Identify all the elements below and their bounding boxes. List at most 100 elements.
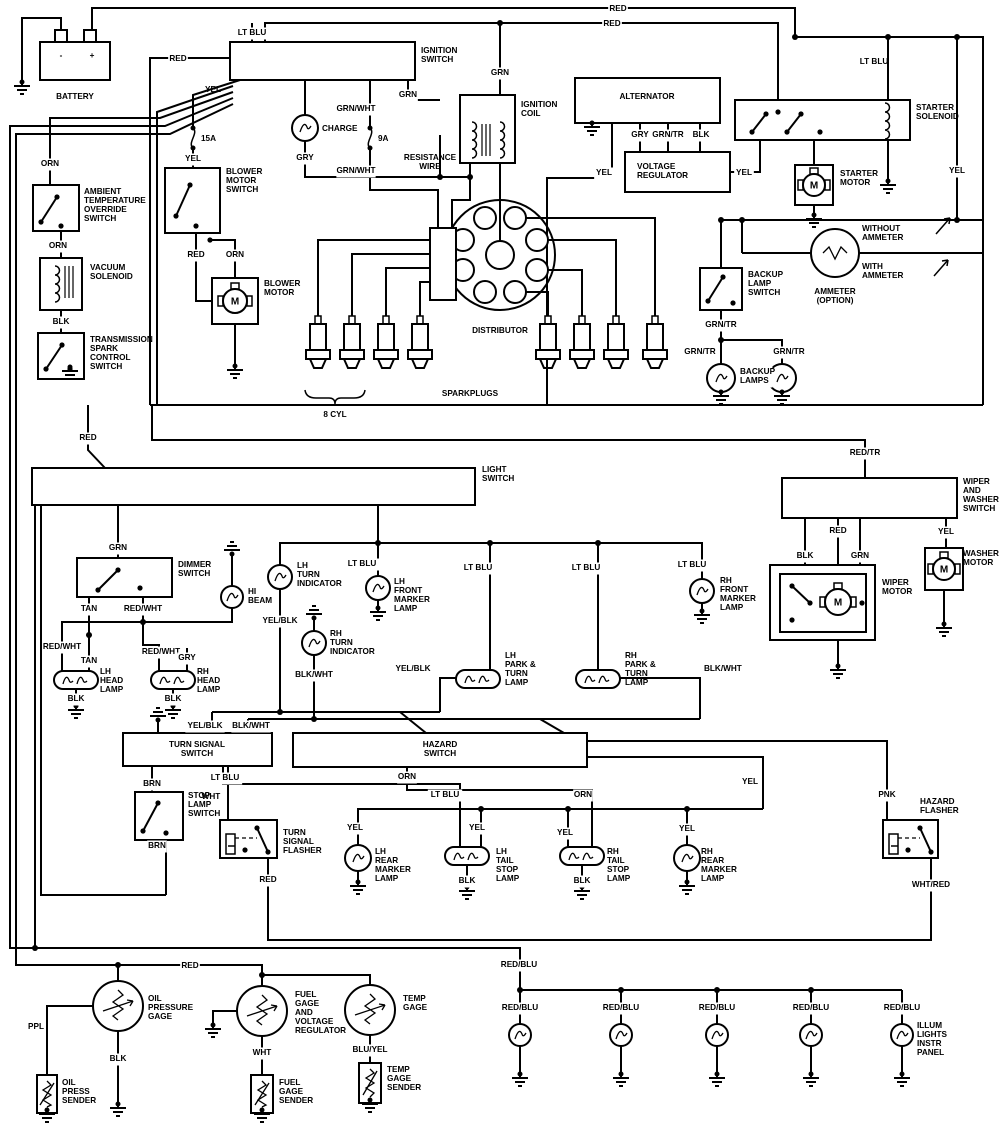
wire-label: IGNITION (521, 100, 557, 109)
wire-label: ORN (398, 772, 416, 781)
label-halo (201, 791, 221, 804)
junction-dot (140, 619, 146, 625)
filament-icon (352, 853, 365, 863)
filament-icon (715, 373, 728, 383)
filament-icon (776, 373, 789, 383)
junction-dot (718, 337, 724, 343)
distributor-terminal (473, 206, 497, 230)
switch-contact-dot (58, 223, 64, 229)
label-halo (177, 652, 197, 665)
wire-label: RED/BLU (603, 1003, 639, 1012)
label-halo (568, 562, 604, 575)
charge-indicator-icon (291, 114, 319, 142)
wire-label: AND (295, 1008, 313, 1017)
wiper-motor-m-letter: M (834, 598, 842, 609)
label-halo (697, 1002, 737, 1015)
wire-label: VOLTAGE (295, 1017, 334, 1026)
switch-contact-dot (859, 600, 865, 606)
rh-tail-stop-lamp-icon (559, 846, 605, 866)
ground-dot (684, 879, 690, 885)
filament-icon (308, 638, 321, 648)
voltage-regulator-box (624, 151, 731, 193)
sparkplug-icon (411, 323, 429, 351)
switch-contact-dot (730, 300, 736, 306)
fuse-icon (367, 127, 373, 149)
blower-motor-switch-box (164, 167, 221, 234)
wire-label: RED (169, 54, 186, 63)
wire (46, 1005, 93, 1075)
junction-dot (885, 34, 891, 40)
ground-dot (210, 1022, 216, 1028)
label-halo (650, 129, 686, 142)
label-halo (40, 158, 60, 171)
wire-label: GAGE (295, 999, 320, 1008)
wire-label: GAGE (387, 1074, 412, 1083)
wire-label: RED (79, 433, 96, 442)
label-halo (427, 789, 463, 802)
wire-label: 9A (378, 134, 389, 143)
wire-label: TEMPERATURE (84, 196, 146, 205)
wire (451, 177, 471, 228)
sparkplug-icon (407, 349, 433, 360)
junction-dot (259, 972, 265, 978)
wire-label: LH (496, 847, 507, 856)
wire-label: FRONT (394, 586, 422, 595)
wire-label: DISTRIBUTOR (472, 326, 528, 335)
wire-label: STOP (496, 865, 519, 874)
label-halo (847, 447, 883, 460)
wire-label: LT BLU (464, 563, 493, 572)
wire-label: WASHER (963, 495, 999, 504)
sparkplug-icon (305, 349, 331, 360)
junction-dot (311, 716, 317, 722)
wire-label: HAZARD (920, 797, 955, 806)
hi-beam-indicator-icon (220, 585, 244, 609)
label-halo (225, 249, 245, 262)
label-halo (936, 526, 956, 539)
wire-label: YEL (205, 85, 221, 94)
wire-label: RED/BLU (501, 960, 537, 969)
flasher-contact-dot (928, 849, 934, 855)
switch-contact-dot (140, 828, 146, 834)
ground-dot (355, 879, 361, 885)
switch-contact-dot (784, 129, 790, 135)
flasher-arm-icon (256, 827, 269, 853)
sparkplug-icon (377, 323, 395, 351)
sparkplug-icon (573, 323, 591, 351)
filament-icon (299, 123, 312, 133)
ground-dot (699, 608, 705, 614)
cylinder-brace (304, 389, 366, 405)
wire-label: SENDER (387, 1083, 421, 1092)
starter-motor-m-letter: M (810, 181, 818, 192)
filament-icon (464, 675, 476, 684)
label-halo (183, 153, 203, 166)
wire-label: INSTR (917, 1039, 942, 1048)
junction-dot (565, 806, 571, 812)
wire-label: PANEL (917, 1048, 944, 1057)
junction-dot (595, 540, 601, 546)
label-halo (108, 1053, 128, 1066)
wire-label: BACKUP (748, 270, 784, 279)
wire-label: GRN/WHT (336, 104, 375, 113)
wire-label: 8 CYL (323, 410, 346, 419)
switch-arm-icon (142, 802, 159, 832)
switch-arm-icon (40, 196, 58, 223)
switch-arm-icon (97, 569, 119, 591)
wire-label: PRESS (62, 1087, 90, 1096)
wire-label: TRANSMISSION (90, 335, 153, 344)
wire-label: OIL (62, 1078, 76, 1087)
switch-contact-dot (193, 223, 199, 229)
wire-label: LAMP (625, 678, 649, 687)
wire (195, 233, 212, 302)
ground-dot (808, 1071, 814, 1077)
sparkplug-icon (578, 315, 586, 325)
wire (439, 677, 456, 712)
wire-label: RH (330, 629, 342, 638)
filament-icon (568, 852, 580, 861)
label-halo (336, 103, 376, 116)
wire-label: CHARGE (322, 124, 358, 133)
lh-park-turn-lamp-icon (455, 669, 501, 689)
switch-contact-dot (173, 213, 179, 219)
flasher-heater-icon (225, 833, 236, 855)
junction-dot (478, 806, 484, 812)
filament-icon (584, 675, 596, 684)
